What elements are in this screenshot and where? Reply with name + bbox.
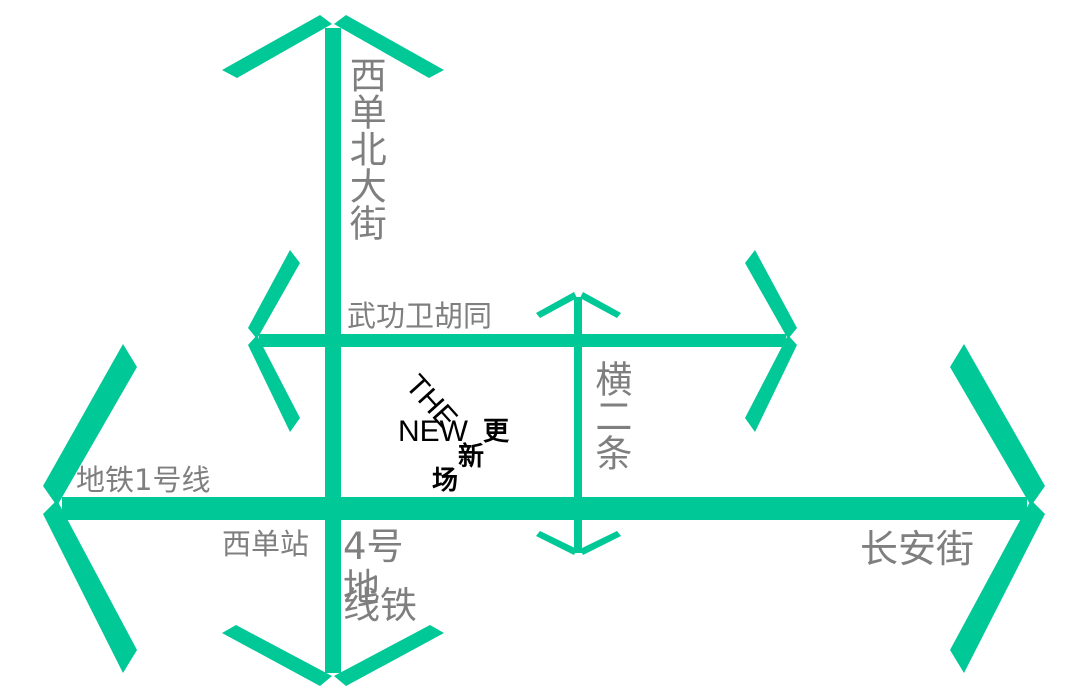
xidan-north-street-road [325,28,341,673]
landmark-new-label: NEW [398,415,468,448]
metro-line-4-label-row2: 线铁 [343,584,417,627]
landmark-chang-label: 场 [432,466,459,496]
changan-street-road [62,497,1027,520]
south-arrow-icon [222,625,444,686]
heng-er-tiao-label: 横二条 [588,360,632,471]
xidan-north-street-label: 西单北大街 [343,56,387,241]
heng-north-arrow-icon [536,292,621,318]
metro-line-4-label-row1: 4号地 [343,525,404,609]
wugongwei-hutong-label: 武功卫胡同 [347,299,493,333]
metro-line-1-label: 地铁1号线 [76,463,211,497]
changan-street-label: 长安街 [860,527,975,571]
west-arrow-icon [43,344,137,673]
hutong-east-arrow-icon [745,250,797,432]
hutong-west-arrow-icon [248,250,300,432]
landmark-xin-label: 新 [458,442,485,472]
xidan-station-label: 西单站 [222,527,310,561]
east-arrow-icon [950,344,1045,673]
north-arrow-icon [222,15,444,78]
landmark-geng-label: 更 [483,417,510,447]
heng-er-tiao-road [574,297,582,553]
heng-south-arrow-icon [536,531,621,555]
wugongwei-hutong-road [259,334,786,347]
